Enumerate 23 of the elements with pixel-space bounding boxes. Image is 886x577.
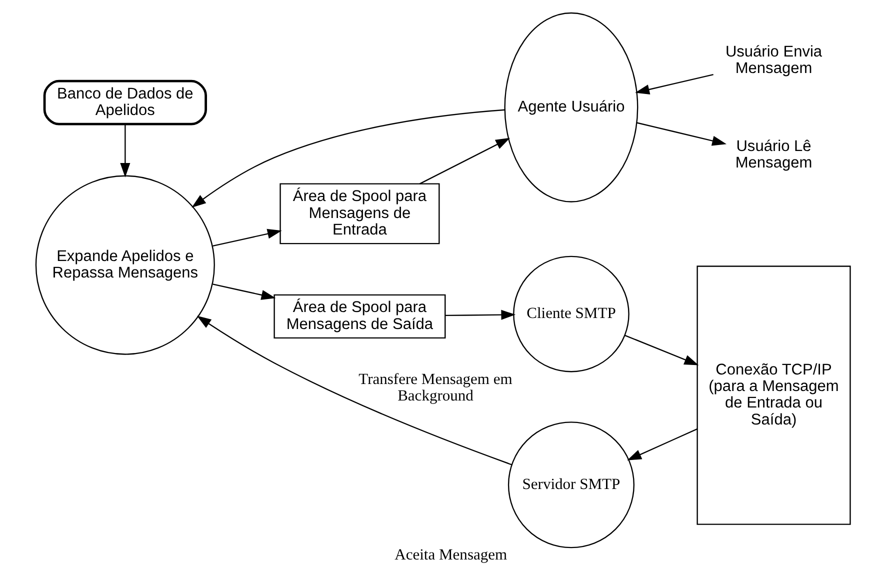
- node-circle: Servidor SMTP: [508, 422, 635, 548]
- arrow: [624, 334, 699, 366]
- node-box: Área de Spool para Mensagens de Saída: [274, 294, 446, 339]
- arrow: [419, 138, 510, 184]
- node-label: Transfere Mensagem em Background: [358, 370, 512, 405]
- arrow: [196, 316, 512, 466]
- arrow: [636, 122, 727, 146]
- node-text: Usuário Envia Mensagem: [725, 43, 822, 78]
- node-text: Usuário Lê Mensagem: [735, 138, 812, 172]
- arrow: [445, 310, 516, 320]
- arrow: [120, 124, 130, 178]
- arrow: [635, 74, 714, 94]
- node-box: Conexão TCP/IP (para a Mensagem de Entrada ou Saída): [696, 266, 851, 525]
- node-box: Banco de Dados de Apelidos: [43, 80, 207, 126]
- node-circle: Expande Apelidos e Repassa Mensagens: [35, 175, 215, 355]
- node-box: Área de Spool para Mensagens de Entrada: [280, 183, 440, 244]
- arrow: [192, 109, 505, 208]
- arrow: [212, 228, 282, 247]
- arrow: [627, 428, 698, 460]
- node-ellipse: Agente Usuário: [504, 12, 638, 202]
- arrow: [212, 284, 276, 300]
- node-label: Aceita Mensagem: [394, 546, 508, 564]
- node-circle: Cliente SMTP: [513, 256, 630, 372]
